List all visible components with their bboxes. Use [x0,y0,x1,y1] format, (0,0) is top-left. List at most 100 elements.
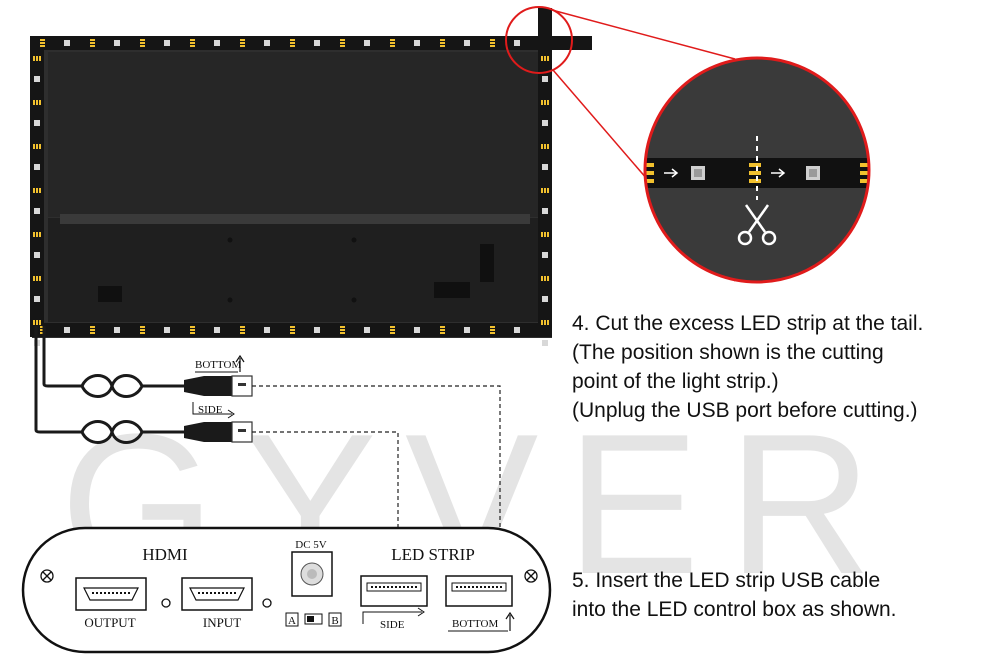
strip-pad [39,188,41,193]
strip-pad [544,100,546,105]
strip-pad [33,144,35,149]
step4-instructions: 4. Cut the excess LED strip at the tail.… [572,309,923,425]
strip-pad [440,332,445,334]
arrow-icon [771,168,786,178]
strip-led [364,40,370,46]
strip-pad [390,42,395,44]
strip-pad [40,42,45,44]
strip-pad [547,56,549,61]
strip-pad [340,332,345,334]
strip-led [214,327,220,333]
strip-pad [440,39,445,41]
strip-led [542,296,548,302]
scissors-icon [737,204,777,246]
strip-pad [490,329,495,331]
strip-led [542,120,548,126]
strip-pad [39,276,41,281]
strip-pad [240,326,245,328]
strip-pad [544,56,546,61]
zoom-callout [505,6,871,284]
strip-pad [440,326,445,328]
step5-line: 5. Insert the LED strip USB cable [572,569,881,592]
strip-led [34,164,40,170]
svg-text:BOTTOM: BOTTOM [195,359,241,371]
svg-text:BOTTOM: BOTTOM [452,618,498,630]
strip-led [214,40,220,46]
strip-pad [541,276,543,281]
strip-pad [541,100,543,105]
strip-pad [39,232,41,237]
strip-pad [440,45,445,47]
strip-pad [240,39,245,41]
strip-pad [140,39,145,41]
left-led-strip [30,36,44,336]
strip-pad [290,332,295,334]
strip-pad [140,326,145,328]
strip-pad [490,45,495,47]
strip-pad [36,188,38,193]
hdmi-label: HDMI [142,545,188,564]
strip-led [34,120,40,126]
strip-pad [190,332,195,334]
strip-pad [90,42,95,44]
strip-pad [544,232,546,237]
dc-power-jack [291,551,333,597]
strip-led [464,327,470,333]
strip-pad [541,56,543,61]
strip-pad [390,329,395,331]
zoom-lens-circle [643,56,871,284]
strip-pad [190,42,195,44]
strip-pad [190,329,195,331]
strip-pad [541,188,543,193]
strip-pad [440,42,445,44]
strip-pad [544,320,546,325]
strip-led [542,340,548,346]
strip-pad [140,42,145,44]
strip-pad [240,42,245,44]
zoom-source-circle [505,6,573,74]
svg-text:SIDE: SIDE [198,404,223,416]
usb-port-side [360,575,428,607]
strip-pad [544,144,546,149]
dc-label: DC 5V [295,539,327,551]
bottom-cable-label: BOTTOM [195,354,245,373]
strip-pad [541,320,543,325]
strip-pad [33,232,35,237]
strip-pad [490,42,495,44]
strip-led [514,327,520,333]
right-led-strip [538,8,552,337]
strip-led [34,252,40,258]
strip-led [542,76,548,82]
strip-pad [33,56,35,61]
strip-pad [40,39,45,41]
strip-pad [290,326,295,328]
strip-pad [40,45,45,47]
strip-pad [490,332,495,334]
strip-pad [33,320,35,325]
strip-led [114,40,120,46]
arrow-icon [664,168,679,178]
strip-pad [33,188,35,193]
strip-pad [39,144,41,149]
strip-pad [90,332,95,334]
screw-icon [524,569,538,583]
strip-pad [440,329,445,331]
step5-line: into the LED control box as shown. [572,598,897,621]
strip-pad [36,276,38,281]
strip-pad [90,329,95,331]
output-label: OUTPUT [84,615,135,630]
tv-back [32,38,552,338]
strip-pad [547,100,549,105]
connection-dashes [252,385,501,530]
strip-led [314,327,320,333]
strip-pad [140,332,145,334]
strip-led [34,76,40,82]
strip-pad [90,39,95,41]
strip-pad [340,326,345,328]
strip-pad [541,144,543,149]
hdmi-input-port [181,577,253,611]
strip-pad [541,232,543,237]
strip-pad [340,39,345,41]
strip-pad [33,276,35,281]
